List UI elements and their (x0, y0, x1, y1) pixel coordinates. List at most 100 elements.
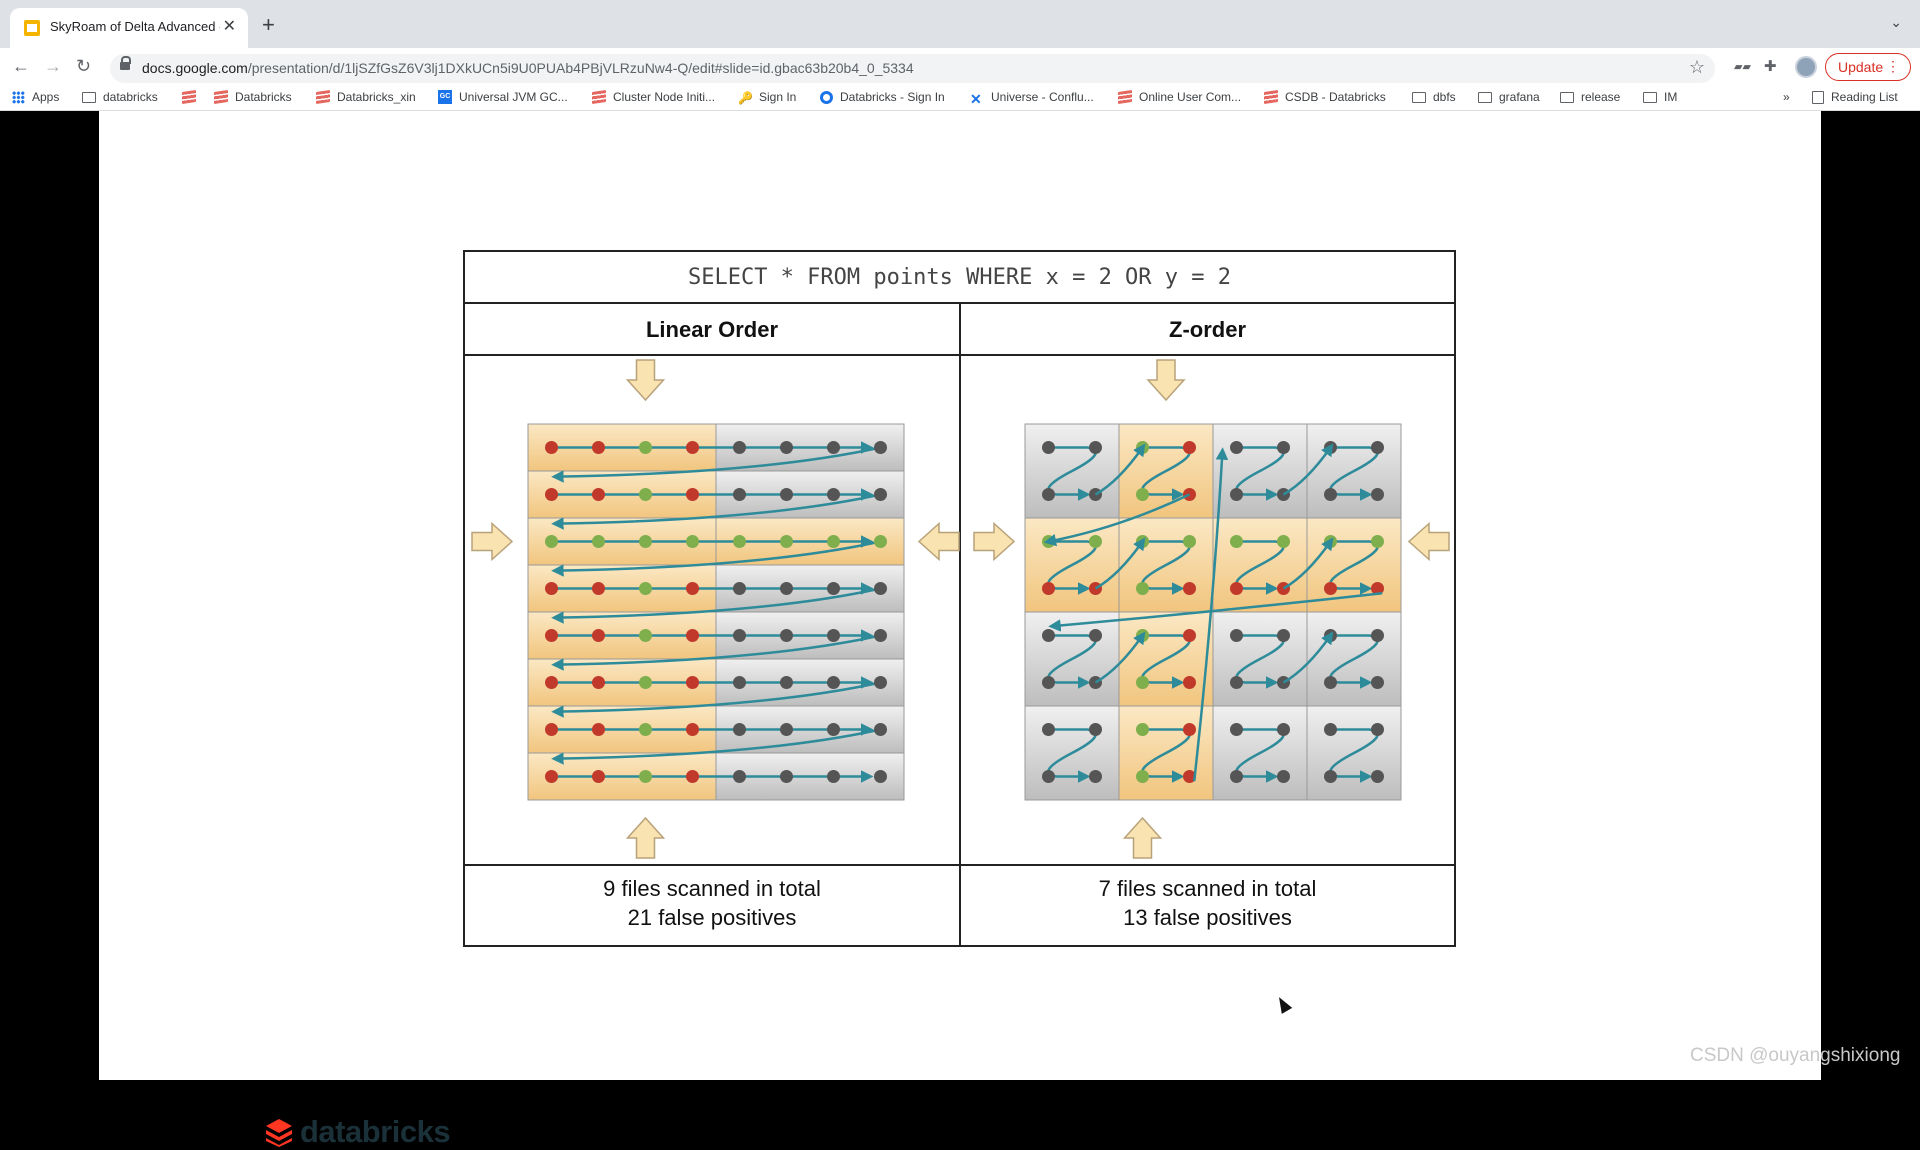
zorder-path-link (1282, 443, 1334, 496)
zorder-point (1230, 723, 1243, 736)
linear-footer: 9 files scanned in total 21 false positi… (465, 874, 959, 932)
bookmark-databricks-sign-in[interactable]: Databricks - Sign In (820, 86, 945, 108)
bookmark-databricks-xin[interactable]: Databricks_xin (316, 86, 416, 108)
bookmark-grafana[interactable]: grafana (1478, 86, 1540, 108)
zorder-point (1089, 535, 1102, 548)
zorder-point (1324, 676, 1337, 689)
linear-path-return (551, 493, 881, 530)
databricks-icon (182, 90, 196, 104)
linear-order-title: Linear Order (465, 304, 959, 356)
apps-grid-icon (12, 90, 25, 104)
chevron-down-icon[interactable]: ⌄ (1890, 14, 1902, 30)
bookmark-cluster-node-initi[interactable]: Cluster Node Initi... (592, 86, 715, 108)
url-text[interactable]: docs.google.com/presentation/d/1ljSZfGsZ… (142, 60, 914, 76)
linear-point (545, 582, 558, 595)
zorder-point (1136, 488, 1149, 501)
linear-point (639, 629, 652, 642)
bookmark-label: release (1581, 90, 1621, 104)
linear-files-scanned: 9 files scanned in total (603, 876, 821, 901)
linear-point (639, 770, 652, 783)
zorder-path-link (1094, 631, 1146, 684)
linear-path-return (551, 634, 881, 671)
linear-point (733, 488, 746, 501)
linear-point (874, 629, 887, 642)
linear-point (733, 770, 746, 783)
zorder-point (1371, 535, 1384, 548)
zorder-footer: 7 files scanned in total 13 false positi… (961, 874, 1454, 932)
linear-point (545, 441, 558, 454)
bookmarks-overflow[interactable]: » (1783, 90, 1790, 104)
linear-point (780, 770, 793, 783)
bookmark-label: Universe - Conflu... (991, 90, 1094, 104)
tab-strip: SkyRoam of Delta Advanced - ✕ + ⌄ (0, 0, 1920, 48)
zorder-point (1230, 770, 1243, 783)
zorder-path-link (1094, 537, 1146, 590)
bookmark-im[interactable]: IM (1643, 86, 1677, 108)
zorder-point (1042, 488, 1055, 501)
bookmark-apps[interactable]: Apps (12, 86, 59, 108)
linear-point (733, 723, 746, 736)
databricks-icon (316, 90, 330, 104)
zorder-point (1183, 770, 1196, 783)
linear-point (874, 441, 887, 454)
bookmark-label: Apps (32, 90, 60, 104)
avatar[interactable] (1795, 56, 1817, 78)
zorder-point (1230, 441, 1243, 454)
lock-icon[interactable] (120, 56, 131, 70)
puzzle-icon[interactable]: ✚ (1764, 58, 1777, 75)
databricks-icon (1118, 90, 1132, 104)
zorder-point (1230, 582, 1243, 595)
linear-point (686, 676, 699, 689)
reading-list[interactable]: Reading List (1812, 86, 1898, 108)
update-button[interactable]: Update ⋮ (1825, 53, 1911, 81)
zorder-point (1371, 676, 1384, 689)
yellow-arrow-up-icon (1122, 816, 1163, 859)
bookmark-dbfs[interactable]: dbfs (1412, 86, 1456, 108)
zorder-path-link (1094, 443, 1146, 496)
linear-point (545, 629, 558, 642)
zorder-file-skipped (1024, 705, 1120, 801)
zorder-point (1042, 441, 1055, 454)
address-bar[interactable]: docs.google.com/presentation/d/1ljSZfGsZ… (110, 54, 1715, 83)
extension-icon[interactable]: ▰▰ (1734, 61, 1751, 73)
bookmark-databricks[interactable]: databricks (82, 86, 158, 108)
back-icon[interactable]: ← (12, 56, 30, 76)
zorder-point (1371, 582, 1384, 595)
new-tab-icon[interactable]: + (262, 12, 275, 37)
forward-icon[interactable]: → (44, 56, 62, 76)
star-icon[interactable]: ☆ (1688, 57, 1705, 77)
zorder-point (1183, 629, 1196, 642)
column-divider (959, 304, 961, 945)
bookmark-universe-conflu[interactable]: ✕Universe - Conflu... (970, 86, 1094, 108)
bookmark-databricks-icon-only[interactable] (182, 86, 203, 108)
zorder-point (1089, 629, 1102, 642)
bookmark-csdb-databricks[interactable]: CSDB - Databricks (1264, 86, 1386, 108)
linear-point (874, 723, 887, 736)
signin-icon: 🔑 (738, 91, 753, 105)
bookmark-sign-in[interactable]: 🔑Sign In (738, 86, 796, 108)
zorder-point (1042, 629, 1055, 642)
tab-active[interactable]: SkyRoam of Delta Advanced - ✕ (10, 8, 248, 48)
bookmark-release[interactable]: release (1560, 86, 1620, 108)
databricks-icon (214, 90, 228, 104)
zorder-point (1371, 441, 1384, 454)
close-icon[interactable]: ✕ (222, 18, 236, 35)
update-label: Update (1838, 59, 1884, 75)
zorder-point (1230, 629, 1243, 642)
reading-list-label: Reading List (1831, 90, 1898, 104)
browser-chrome: SkyRoam of Delta Advanced - ✕ + ⌄ ← → ↻ … (0, 0, 1920, 111)
databricks-logo-icon (266, 1119, 292, 1147)
tab-title: SkyRoam of Delta Advanced - (50, 19, 220, 34)
linear-point (827, 770, 840, 783)
linear-point (733, 441, 746, 454)
bookmark-databricks[interactable]: Databricks (214, 86, 292, 108)
reload-icon[interactable]: ↻ (76, 56, 92, 76)
more-icon[interactable]: ⋮ (1886, 58, 1900, 74)
bookmark-online-user-com[interactable]: Online User Com... (1118, 86, 1241, 108)
linear-point (592, 723, 605, 736)
zorder-title: Z-order (961, 304, 1454, 356)
linear-point (686, 770, 699, 783)
zorder-point (1277, 441, 1290, 454)
zorder-file-scanned (1118, 517, 1214, 613)
